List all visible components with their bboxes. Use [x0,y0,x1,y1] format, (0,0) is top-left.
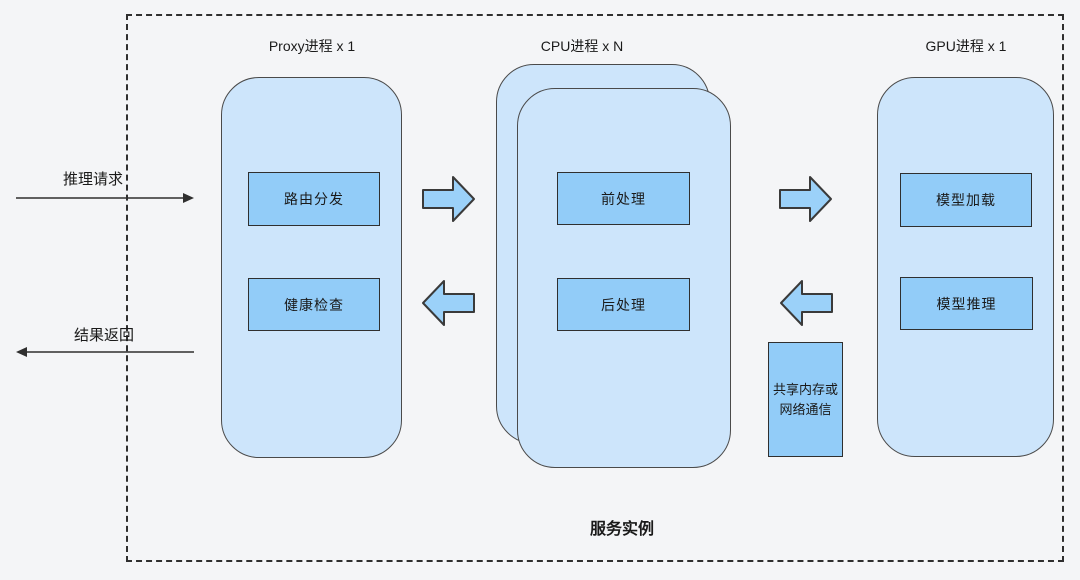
channel-line-2: 网络通信 [779,401,832,417]
cpu-to-proxy-arrow-icon [422,280,475,326]
node-model-load: 模型加载 [900,173,1032,227]
node-model-inference: 模型推理 [900,277,1033,330]
node-route-dispatch: 路由分发 [248,172,380,226]
service-instance-label: 服务实例 [589,521,654,538]
shared-memory-channel-box: 共享内存或 网络通信 [768,342,843,457]
request-arrow-icon [16,193,194,203]
node-postprocess: 后处理 [557,278,690,331]
proxy-group-title: Proxy进程 x 1 [268,38,356,54]
request-flow-label: 推理请求 [63,171,124,188]
channel-line-1: 共享内存或 [772,382,838,397]
proxy-to-cpu-arrow-icon [422,176,475,222]
gpu-group-title: GPU进程 x 1 [925,38,1007,54]
proxy-process-card [221,77,402,458]
cpu-to-gpu-arrow-icon [779,176,832,222]
gpu-process-card [877,77,1054,457]
service-instance-boundary [126,14,1064,562]
response-flow-label: 结果返回 [74,327,135,344]
node-preprocess: 前处理 [557,172,690,225]
gpu-to-cpu-arrow-icon [780,280,833,326]
node-health-check: 健康检查 [248,278,380,331]
response-arrow-icon [16,347,194,357]
cpu-group-title: CPU进程 x N [540,38,624,54]
